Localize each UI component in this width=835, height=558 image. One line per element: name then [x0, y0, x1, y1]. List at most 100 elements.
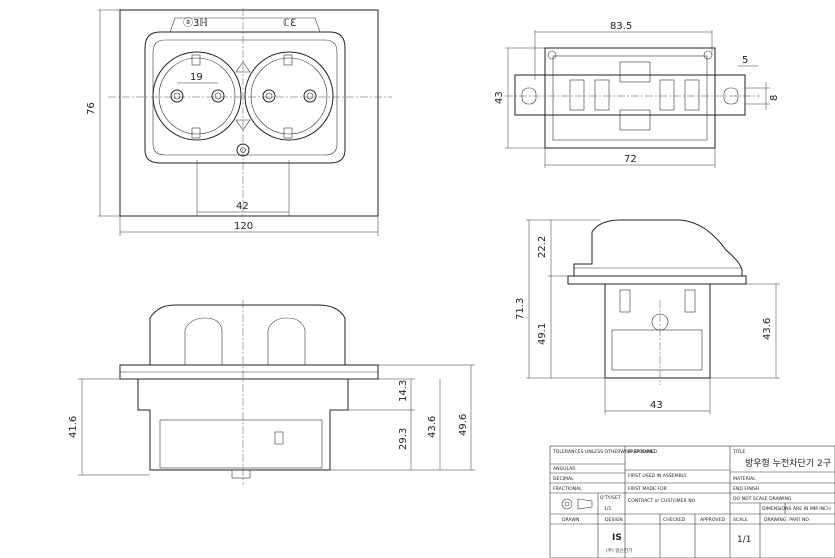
- top-view-plate: [514, 74, 746, 116]
- pin-hole-inner: [214, 92, 222, 100]
- center-screw: [236, 143, 250, 157]
- tb-drawing-part-no: DRAWING. PART NO: [764, 517, 809, 523]
- dim-width-outer: 120: [234, 221, 253, 232]
- dim-height: 43: [494, 91, 505, 104]
- company-name: (주) 일신전기: [606, 547, 632, 554]
- top-view: 83.5 72 43 5 8: [494, 21, 780, 168]
- side-view: 22.2 71.3 49.1 43.6 43: [515, 219, 780, 414]
- tb-scale-value: 1/1: [737, 535, 751, 545]
- dim-tab: 5: [742, 55, 748, 66]
- dim-overall: 83.5: [610, 21, 632, 32]
- dim-total: 71.3: [515, 298, 526, 320]
- title-block: TOLERANCES UNLESS OTHERWISE SPECIFIED AN…: [549, 445, 835, 558]
- side-view-inner: [611, 329, 703, 371]
- corner-screw: [703, 50, 713, 60]
- socket-right-inner: [250, 57, 328, 135]
- pin-hole: [303, 89, 317, 103]
- tb-drawn: DRAWN: [562, 517, 579, 523]
- front-view-plate: [119, 9, 379, 217]
- elevation-cover: [149, 304, 346, 365]
- elevation-hump-right: [267, 317, 306, 365]
- tb-angular: ANGULAR: [553, 466, 576, 472]
- center-screw-slot: [240, 147, 246, 153]
- pin-hole: [211, 89, 225, 103]
- dim-body: 72: [624, 154, 637, 165]
- mount-slot-right: [723, 87, 739, 105]
- tb-design: DESIGN: [605, 517, 623, 523]
- tb-qty-set: Q'TY/SET: [600, 495, 621, 501]
- title-block-frame: [549, 445, 835, 558]
- dim-left: 41.6: [68, 416, 79, 438]
- earth-clip: [283, 127, 293, 139]
- earth-clip: [191, 127, 201, 139]
- top-view-body-inner: [552, 55, 708, 141]
- dim-slot: 8: [769, 95, 780, 101]
- tb-first-made: FIRST MADE FOR: [628, 486, 668, 492]
- earth-clip: [191, 54, 201, 66]
- dim-a: 14.3: [398, 380, 409, 402]
- elevation-view: 41.6 14.3 29.3 43.6 49.6: [68, 300, 475, 485]
- dim-width: 43: [650, 400, 663, 411]
- center-latch-top: [235, 61, 251, 73]
- tb-first-used: FIRST USED IN ASSEMBLY: [628, 473, 687, 479]
- projection-symbol: [561, 498, 593, 510]
- dim-b: 29.3: [398, 428, 409, 450]
- tb-fractional: FRACTIONAL: [553, 486, 582, 492]
- dim-hole-span: 42: [236, 201, 249, 212]
- tb-decimal: DECIMAL: [553, 476, 574, 482]
- elevation-hump-left: [184, 317, 223, 365]
- front-view-mark-right: ℂℇ: [283, 18, 296, 29]
- side-view-detail: [684, 289, 696, 313]
- front-view-top-lip: [169, 17, 321, 33]
- corner-screw: [547, 50, 557, 60]
- terminal: [619, 61, 651, 83]
- tb-checked: CHECKED: [663, 517, 686, 523]
- dim-d: 49.6: [458, 414, 469, 436]
- tb-dimensions-note: DIMENSIONS ARE IN MM INCH: [762, 506, 831, 512]
- terminal: [684, 79, 700, 111]
- side-view-detail: [619, 289, 631, 313]
- company-logo: IS: [612, 533, 622, 543]
- elevation-pins: [231, 469, 251, 479]
- terminal: [619, 109, 651, 131]
- front-view-housing: [144, 31, 346, 164]
- pin-hole: [170, 89, 184, 103]
- front-view-mark-left: ⓐ3ℍ: [183, 17, 208, 29]
- pin-hole-inner: [306, 92, 314, 100]
- tb-part-name: PART NAME: [628, 449, 654, 455]
- top-view-body: [544, 47, 716, 149]
- elevation-detail: [274, 431, 284, 445]
- tb-do-not-scale: DO NOT SCALE DRAWING: [733, 496, 792, 502]
- dim-box: 43.6: [762, 318, 773, 340]
- dim-cover: 22.2: [537, 236, 548, 258]
- dim-height: 76: [86, 102, 97, 115]
- earth-clip: [283, 54, 293, 66]
- tb-approved: APPROVED: [700, 517, 725, 523]
- tb-title-value: 방우형 누전차단기 2구: [745, 457, 831, 469]
- dim-pin-pitch: 19: [190, 72, 203, 83]
- terminal: [659, 79, 675, 111]
- tb-material: MATERIAL: [733, 476, 756, 482]
- socket-left-inner: [158, 57, 236, 135]
- side-view-body: [604, 283, 711, 379]
- pin-hole-inner: [265, 92, 273, 100]
- tb-scale: SCALE: [733, 517, 748, 523]
- mount-slot-left: [521, 87, 537, 105]
- terminal: [569, 79, 585, 111]
- tb-title-label: TITLE: [732, 449, 746, 455]
- terminal: [594, 79, 610, 111]
- socket-left-face: [152, 51, 242, 141]
- pin-hole: [262, 89, 276, 103]
- side-view-plate: [567, 275, 747, 285]
- tb-qty-value: 1/1: [604, 506, 611, 512]
- front-view-housing-inner: [152, 39, 338, 156]
- front-view: ⓐ3ℍ ℂℇ 19 42: [86, 8, 392, 236]
- side-view-cover: [573, 219, 743, 277]
- tb-tolerances: TOLERANCES UNLESS OTHERWISE SPECIFIED: [552, 449, 658, 455]
- center-latch-bottom: [235, 119, 251, 131]
- dim-c: 43.6: [427, 416, 438, 438]
- pin-hole-inner: [173, 92, 181, 100]
- elevation-box-inner: [159, 419, 323, 469]
- tb-contract: CONTRACT or CUSTOMER NO: [628, 498, 696, 504]
